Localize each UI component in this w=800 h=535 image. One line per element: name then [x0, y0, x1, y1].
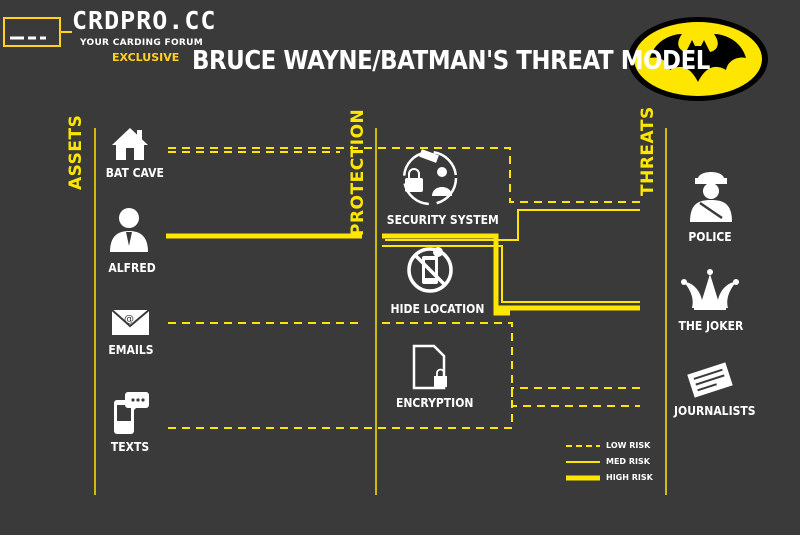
threats-column-label: THREATS [638, 106, 658, 196]
police-icon [690, 172, 732, 222]
envelope-icon: @ [111, 309, 150, 335]
house-icon [112, 128, 148, 160]
crdpro-logo-icon [3, 17, 72, 47]
protection-column-label: PROTECTION [348, 108, 368, 236]
texts-low-path [168, 387, 640, 429]
alfred-to-joker-path [382, 233, 510, 316]
protection-label-security-system: SECURITY SYSTEM [386, 213, 499, 227]
security-to-police-path [385, 209, 640, 241]
protection-label-encryption: ENCRYPTION [396, 396, 474, 410]
camera-guard-icon [402, 149, 458, 206]
threat-label-police: POLICE [688, 230, 732, 244]
asset-label-emails: EMAILS [108, 343, 154, 357]
asset-label-texts: TEXTS [110, 440, 150, 454]
asset-label-bat-cave: BAT CAVE [105, 166, 164, 180]
protection-label-hide-location: HIDE LOCATION [390, 302, 485, 316]
brand-tagline: YOUR CARDING FORUM [80, 38, 203, 48]
threat-label-the-joker: THE JOKER [678, 319, 744, 333]
high-risk-paths [166, 233, 640, 316]
person-icon [110, 208, 148, 252]
emails-low-path-2 [382, 322, 640, 407]
brand-badge: EXCLUSIVE [112, 51, 180, 64]
legend-low-risk: LOW RISK [606, 441, 651, 450]
locked-file-icon [412, 344, 447, 390]
newspaper-icon [687, 362, 733, 398]
low-risk-paths [168, 147, 640, 429]
legend-med-risk: MED RISK [606, 457, 650, 466]
hide-to-joker-path [382, 245, 640, 303]
threat-label-journalists: JOURNALISTS [674, 404, 756, 418]
phone-chat-icon [114, 392, 149, 434]
svg-text:@: @ [124, 314, 134, 325]
bat-cave-low-path [168, 147, 640, 203]
jester-hat-icon [681, 269, 739, 310]
page-title: BRUCE WAYNE/BATMAN'S THREAT MODEL [192, 46, 710, 76]
brand-name: CRDPRO.CC [72, 6, 217, 35]
asset-label-alfred: ALFRED [108, 261, 156, 275]
no-location-icon [407, 247, 453, 293]
legend-high-risk: HIGH RISK [606, 473, 653, 482]
assets-column-label: ASSETS [66, 114, 86, 190]
bat-logo-icon [628, 17, 768, 101]
med-risk-paths [382, 209, 640, 303]
